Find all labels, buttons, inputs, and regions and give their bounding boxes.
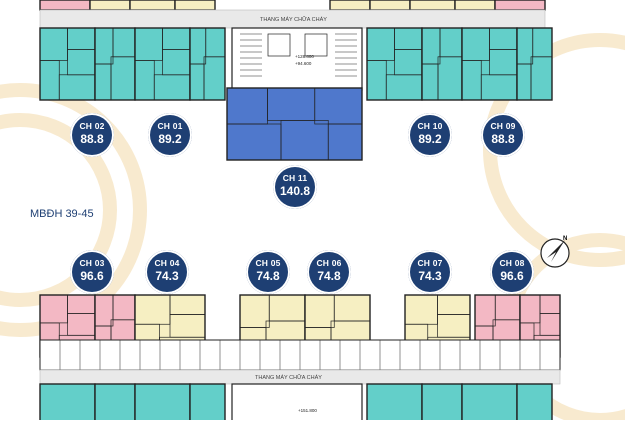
unit-area: 74.3 (418, 269, 442, 283)
lower-core (231, 383, 363, 425)
unit-code: CH 03 (79, 258, 105, 268)
unit-area: 96.6 (500, 269, 524, 283)
bottom-strip-unit (516, 383, 553, 425)
top-strip-unit-outline (129, 0, 176, 11)
unit-area: 89.2 (158, 132, 182, 146)
unit-code: CH 04 (154, 258, 180, 268)
top-strip-unit-outline (89, 0, 131, 11)
elevation-mark: +151.800 (298, 408, 317, 413)
unit-code: CH 08 (499, 258, 525, 268)
top-strip-unit-outline (369, 0, 411, 11)
unit-area: 74.8 (256, 269, 280, 283)
unit-area: 74.8 (317, 269, 341, 283)
apartment-ch11-plan (226, 87, 363, 161)
apartment-ch02b-plan (94, 27, 136, 101)
core-outline (231, 27, 363, 91)
unit-area: 88.8 (80, 132, 104, 146)
bottom-strip-unit-outline (421, 383, 463, 425)
top-strip-unit-outline (409, 0, 456, 11)
bottom-strip-unit (189, 383, 226, 425)
apartment-ch01-plan (134, 27, 191, 101)
top-strip-unit-outline (494, 0, 546, 11)
elevation-mark: +94.600 (295, 61, 312, 66)
top-strip-unit (129, 0, 176, 11)
apartment-ch10-plan (366, 27, 423, 101)
elevation-mark: +128.800 (295, 54, 314, 59)
apartment-ch09b-plan-room (530, 56, 553, 101)
unit-code: CH 05 (255, 258, 281, 268)
bottom-strip-unit (461, 383, 518, 425)
top-strip-unit (329, 0, 371, 11)
apartment-ch09-plan (461, 27, 518, 101)
compass-ring (540, 238, 570, 268)
unit-code: CH 01 (157, 121, 183, 131)
apartment-ch11-plan-room (327, 123, 363, 161)
apartment-ch10b-plan (421, 27, 463, 101)
compass-needle (547, 240, 565, 262)
top-strip-unit (39, 0, 91, 11)
apartment-ch01b-plan-room (203, 56, 226, 101)
unit-area: 88.8 (491, 132, 515, 146)
top-strip-unit (369, 0, 411, 11)
unit-code: CH 10 (417, 121, 443, 131)
unit-code: CH 11 (282, 173, 308, 183)
top-strip-unit (174, 0, 216, 11)
elevator-shaft (267, 33, 291, 57)
unit-area: 74.3 (155, 269, 179, 283)
bottom-strip-unit (421, 383, 463, 425)
bottom-strip-unit-outline (516, 383, 553, 425)
north-arrow-icon: N (540, 236, 570, 268)
top-strip-unit-outline (329, 0, 371, 11)
unit-area: 89.2 (418, 132, 442, 146)
apartment-ch09b-plan (516, 27, 553, 101)
top-strip-unit-outline (39, 0, 91, 11)
bottom-strip-unit-outline (134, 383, 191, 425)
bottom-strip-unit (366, 383, 423, 425)
bottom-strip-unit-outline (94, 383, 136, 425)
top-strip-unit (494, 0, 546, 11)
unit-code: CH 02 (79, 121, 105, 131)
apartment-ch02-plan (39, 27, 96, 101)
unit-area: 140.8 (279, 184, 311, 198)
elevator-shaft (304, 33, 328, 57)
bottom-strip-unit-outline (39, 383, 96, 425)
bottom-strip-unit (134, 383, 191, 425)
bottom-strip-unit-outline (189, 383, 226, 425)
bottom-strip-unit (39, 383, 96, 425)
unit-code: CH 07 (417, 258, 443, 268)
top-strip-unit (409, 0, 456, 11)
unit-code: CH 06 (316, 258, 342, 268)
lower-corridor-label: THANG MÁY CHỮA CHÁY (255, 374, 322, 381)
unit-code: CH 09 (490, 121, 516, 131)
section-title: MBĐH 39-45 (30, 208, 94, 220)
top-strip-unit-outline (454, 0, 496, 11)
compass-north-letter: N (563, 236, 567, 242)
bottom-strip-unit-outline (461, 383, 518, 425)
bottom-strip-unit (94, 383, 136, 425)
upper-corridor-label: THANG MÁY CHỮA CHÁY (260, 16, 327, 23)
lower-core-outline (231, 383, 363, 425)
top-strip-unit-outline (174, 0, 216, 11)
upper-core (231, 27, 363, 91)
top-strip-unit (89, 0, 131, 11)
top-strip-unit (454, 0, 496, 11)
apartment-ch01b-plan (189, 27, 226, 101)
bottom-strip-unit-outline (366, 383, 423, 425)
unit-area: 96.6 (80, 269, 104, 283)
